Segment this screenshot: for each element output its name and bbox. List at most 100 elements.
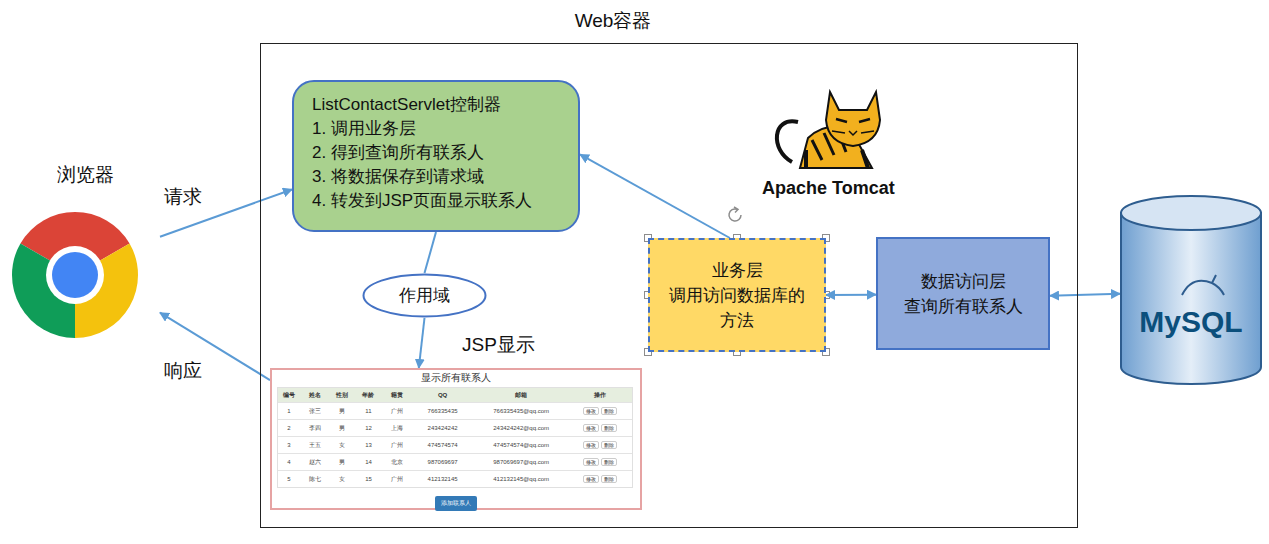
table-header-cell: 操作 <box>568 388 632 402</box>
table-cell: 474574574@qq.com <box>474 437 568 453</box>
table-cell: 北京 <box>382 454 411 470</box>
table-cell: 474574574 <box>411 437 474 453</box>
node-label: 调用访问数据库的 方法 <box>664 283 810 333</box>
logo-text: MySQL <box>1120 305 1262 339</box>
cell-text: 766335435 <box>428 408 458 414</box>
edge-label: 请求 <box>162 186 204 208</box>
cell-text: 北京 <box>391 458 403 467</box>
node-label: 查询所有联系人 <box>904 294 1023 319</box>
node-center: 数据访问层查询所有联系人 <box>876 237 1050 350</box>
table-cell: 766335435@qq.com <box>474 403 568 419</box>
connector <box>580 154 730 238</box>
row-button: 删除 <box>601 475 617 483</box>
header-text: 操作 <box>594 391 606 400</box>
connector <box>1050 294 1120 296</box>
table-row: 3王五女13广州474574574474574574@qq.com修改删除 <box>278 436 632 453</box>
selection-handles <box>645 235 830 356</box>
rotation-handle <box>729 207 741 221</box>
cell-text: 3 <box>287 442 290 448</box>
cell-text: 张三 <box>309 407 321 416</box>
container-title: Web容器 <box>575 10 652 32</box>
list-item: 4. 转发到JSP页面显示联系人 <box>312 189 560 213</box>
table-cell: 243424242 <box>411 420 474 436</box>
row-button: 修改 <box>583 458 599 466</box>
node-plain: 浏览器 <box>10 155 160 345</box>
table-header-cell: 年龄 <box>355 388 383 402</box>
row-button: 删除 <box>601 441 617 449</box>
cell-text: 412132145@qq.com <box>493 476 549 482</box>
list-item: 1. 调用业务层 <box>312 117 560 141</box>
cell-text: 12 <box>365 425 372 431</box>
node-label: 数据访问层 <box>921 269 1006 294</box>
cell-text: 14 <box>365 459 372 465</box>
button-row: 添加联系人 <box>272 491 640 511</box>
cell-text: 女 <box>339 441 345 450</box>
table-cell: 广州 <box>382 437 411 453</box>
ellipse-shape <box>364 275 486 317</box>
header-text: 性别 <box>336 391 348 400</box>
table-row: 1张三男11广州766335435766335435@qq.com修改删除 <box>278 402 632 419</box>
table-cell: 赵六 <box>300 454 330 470</box>
table-row: 2 李四男 12 上海243424242 243424242@qq.com 修改删除 <box>278 419 632 436</box>
node-jsp: JSP显示显示所有联系人编号姓名性别年龄籍贯QQ邮箱操作1张三男11广州7663… <box>270 368 642 510</box>
header-text: QQ <box>438 392 447 398</box>
jsp-heading: JSP显示 <box>462 334 535 356</box>
cell-text: 女 <box>339 475 345 484</box>
table-cell: 987069697@qq.com <box>474 454 568 470</box>
table-row: 4赵六男14北京987069697987069697@qq.com修改删除 <box>278 453 632 470</box>
table-cell: 男 <box>330 420 355 436</box>
table-cell: 3 <box>278 437 300 453</box>
cell-text: 李四 <box>309 424 321 433</box>
cell-text: 13 <box>365 442 372 448</box>
row-button: 删除 <box>601 424 617 432</box>
table-header-cell: 籍贯 <box>382 388 411 402</box>
table-cell: 女 <box>330 471 355 487</box>
table-cell: 上海 <box>382 420 411 436</box>
box-heading: ListContactServlet控制器 <box>312 93 560 117</box>
connector <box>425 232 437 273</box>
cell-text: 474574574@qq.com <box>493 442 549 448</box>
row-button: 删除 <box>601 407 617 415</box>
table-cell: 女 <box>330 437 355 453</box>
cell-text: 5 <box>287 476 290 482</box>
cell-text: 766335435@qq.com <box>493 408 549 414</box>
table-cell: 987069697 <box>411 454 474 470</box>
table-cell: 412132145 <box>411 471 474 487</box>
cell-text: 412132145 <box>428 476 458 482</box>
node-label: 浏览器 <box>10 164 160 186</box>
table-cell: 766335435 <box>411 403 474 419</box>
row-button: 修改 <box>583 424 599 432</box>
cell-text: 2 <box>287 425 290 431</box>
header-text: 编号 <box>283 391 295 400</box>
table-header-cell: 邮箱 <box>474 388 568 402</box>
table-header-row: 编号 姓名 性别年龄籍贯 QQ 邮箱 操作 <box>278 388 632 402</box>
edge-label: 响应 <box>162 360 204 382</box>
tomcat-cat <box>777 92 880 168</box>
cell-text: 243424242@qq.com <box>493 425 549 431</box>
cell-text: 1 <box>287 408 290 414</box>
page-title: 显示所有联系人 <box>272 370 640 384</box>
table-cell: 4 <box>278 454 300 470</box>
logo-caption: Apache Tomcat <box>762 177 895 199</box>
table-cell: 广州 <box>382 403 411 419</box>
cell-text: 987069697@qq.com <box>493 459 549 465</box>
cell-text: 陈七 <box>309 475 321 484</box>
header-text: 邮箱 <box>515 391 527 400</box>
cell-text: 男 <box>339 458 345 467</box>
cell-text: 474574574 <box>428 442 458 448</box>
table-cell: 243424242@qq.com <box>474 420 568 436</box>
cell-text: 广州 <box>391 475 403 484</box>
table-header-cell: 性别 <box>330 388 355 402</box>
table-cell: 王五 <box>300 437 330 453</box>
chrome-icon <box>12 212 138 338</box>
cylinder-outline <box>1120 195 1262 385</box>
contact-table: 编号姓名性别年龄籍贯QQ邮箱操作1张三男11广州7663354357663354… <box>277 387 633 488</box>
cell-text: 15 <box>365 476 372 482</box>
header-text: 姓名 <box>309 391 321 400</box>
table-cell: 张三 <box>300 403 330 419</box>
cell-text: 广州 <box>391 407 403 416</box>
node-ellipse: 作用域 <box>362 273 487 318</box>
table-cell: 修改删除 <box>568 403 632 419</box>
cell-text: 广州 <box>391 441 403 450</box>
